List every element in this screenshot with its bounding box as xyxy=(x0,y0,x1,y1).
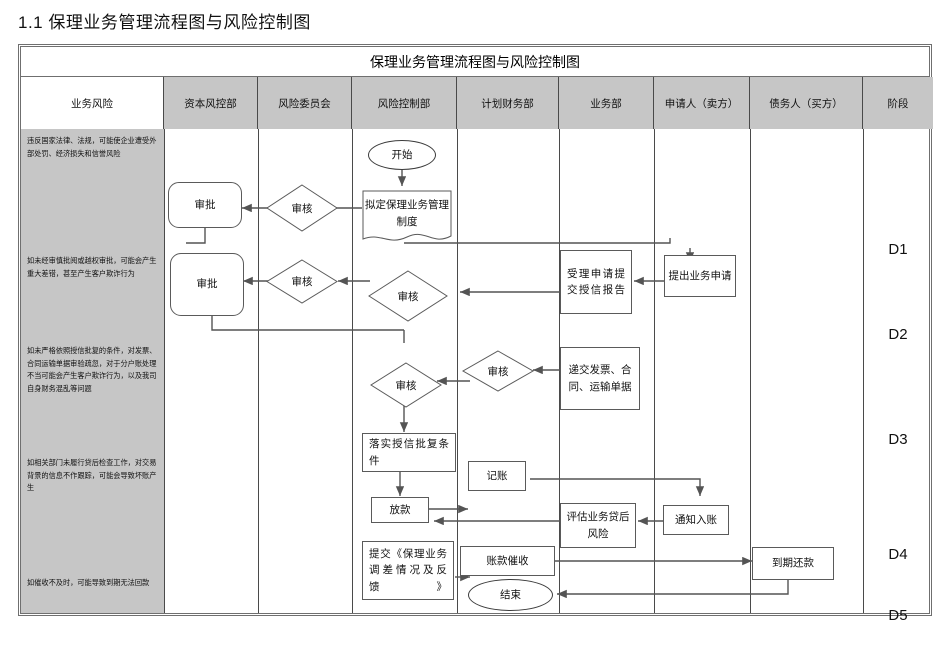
risk-column xyxy=(21,129,164,613)
header-capital-risk-dept: 资本风控部 xyxy=(164,77,258,129)
shape-approve-1[interactable]: 审批 xyxy=(168,182,242,228)
stage-label-d5: D5 xyxy=(888,607,908,624)
table-title: 保理业务管理流程图与风险控制图 xyxy=(21,47,929,77)
shape-draft-policy[interactable]: 拟定保理业务管理制度 xyxy=(362,190,452,246)
shape-repayment[interactable]: 到期还款 xyxy=(752,547,834,580)
shape-review-5-label: 审核 xyxy=(487,365,509,378)
shape-draft-policy-label: 拟定保理业务管理制度 xyxy=(365,198,449,228)
header-debtor-buyer: 债务人（买方） xyxy=(750,77,863,129)
shape-submit-docs[interactable]: 递交发票、合同、运输单据 xyxy=(560,347,640,410)
shape-submit-application[interactable]: 提出业务申请 xyxy=(664,255,736,297)
stage-label-d4: D4 xyxy=(888,546,908,563)
shape-start[interactable]: 开始 xyxy=(368,140,436,170)
shape-end[interactable]: 结束 xyxy=(468,579,553,611)
stage-label-d2: D2 xyxy=(888,326,908,343)
shape-review-4-label: 审核 xyxy=(397,290,419,303)
risk-item-1: 违反国家法律、法规，可能使企业遭受外部处罚、经济损失和信誉风险 xyxy=(27,136,157,158)
header-planning-finance: 计划财务部 xyxy=(457,77,559,129)
shape-collection[interactable]: 账款催收 xyxy=(460,546,555,576)
shape-accept-application[interactable]: 受理申请提交授信报告 xyxy=(560,250,632,314)
header-risk-committee: 风险委员会 xyxy=(258,77,352,129)
shape-review-2-label: 审核 xyxy=(291,276,313,288)
shape-submit-report[interactable]: 提交《保理业务调差情况及反馈》 xyxy=(362,541,454,600)
shape-post-loan-risk[interactable]: 评估业务贷后风险 xyxy=(560,503,636,548)
table-header-row: 业务风险 资本风控部 风险委员会 风险控制部 计划财务部 业务部 申请人（卖方）… xyxy=(21,77,933,129)
page-title: 1.1 保理业务管理流程图与风险控制图 xyxy=(18,13,311,32)
risk-item-4: 如相关部门未履行贷后检查工作，对交易背景的信息不作跟踪，可能会导致坏账产生 xyxy=(27,458,157,493)
stage-label-d1: D1 xyxy=(888,241,908,258)
header-business-risk: 业务风险 xyxy=(21,77,164,129)
header-business-dept: 业务部 xyxy=(559,77,654,129)
risk-item-2: 如未经审慎批阅或越权审批，可能会产生重大差错，甚至产生客户欺诈行为 xyxy=(27,256,157,278)
header-applicant-seller: 申请人（卖方） xyxy=(654,77,750,129)
table-body: 违反国家法律、法规，可能使企业遭受外部处罚、经济损失和信誉风险 如未经审慎批阅或… xyxy=(21,129,929,624)
shape-review-4[interactable]: 审核 xyxy=(368,270,448,322)
shape-review-3-label: 审核 xyxy=(395,379,417,392)
shape-review-3[interactable]: 审核 xyxy=(370,362,442,408)
shape-disbursement[interactable]: 放款 xyxy=(371,497,429,523)
shape-review-1[interactable]: 审核 xyxy=(266,184,338,232)
flowchart-table: 保理业务管理流程图与风险控制图 业务风险 资本风控部 风险委员会 风险控制部 计… xyxy=(18,44,933,624)
risk-item-3: 如未严格依照授信批复的条件，对发票、合同运输单据审验疏忽，对于分户账处理不当可能… xyxy=(27,346,157,393)
header-risk-control-dept: 风险控制部 xyxy=(352,77,457,129)
shape-notify-posting[interactable]: 通知入账 xyxy=(663,505,729,535)
shape-review-2[interactable]: 审核 xyxy=(266,259,338,304)
header-stage: 阶段 xyxy=(863,77,933,129)
shape-review-1-label: 审核 xyxy=(291,202,313,215)
stage-label-d3: D3 xyxy=(888,431,908,448)
shape-implement-conditions[interactable]: 落实授信批复条件 xyxy=(362,433,456,472)
shape-bookkeeping[interactable]: 记账 xyxy=(468,461,526,491)
shape-approve-2[interactable]: 审批 xyxy=(170,253,244,316)
risk-item-5: 如催收不及时，可能导致到期无法回款 xyxy=(27,578,150,587)
shape-review-5[interactable]: 审核 xyxy=(462,350,534,392)
